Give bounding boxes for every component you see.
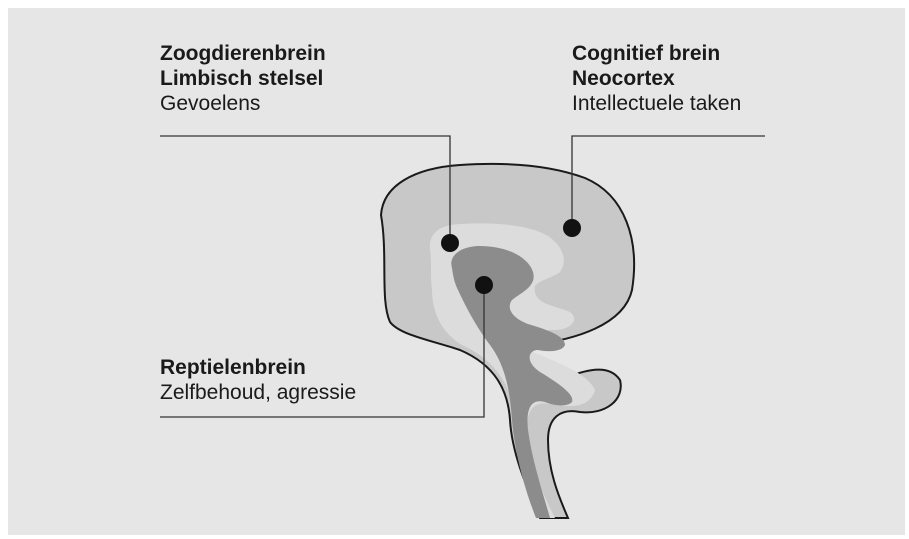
marker-dot-limbic — [441, 234, 459, 252]
label-mammal-title: Zoogdierenbrein — [160, 41, 326, 66]
label-cognitive-subtitle: Neocortex — [572, 66, 741, 91]
marker-dot-reptilian — [475, 276, 493, 294]
label-reptile-description: Zelfbehoud, agressie — [160, 380, 356, 405]
label-cognitive-brain: Cognitief brein Neocortex Intellectuele … — [572, 41, 741, 116]
label-mammal-subtitle: Limbisch stelsel — [160, 66, 326, 91]
label-mammal-brain: Zoogdierenbrein Limbisch stelsel Gevoele… — [160, 41, 326, 116]
label-mammal-description: Gevoelens — [160, 91, 326, 116]
label-reptile-title: Reptielenbrein — [160, 355, 356, 380]
label-cognitive-title: Cognitief brein — [572, 41, 741, 66]
label-reptile-brain: Reptielenbrein Zelfbehoud, agressie — [160, 355, 356, 405]
marker-dot-neocortex — [563, 219, 581, 237]
label-cognitive-description: Intellectuele taken — [572, 91, 741, 116]
